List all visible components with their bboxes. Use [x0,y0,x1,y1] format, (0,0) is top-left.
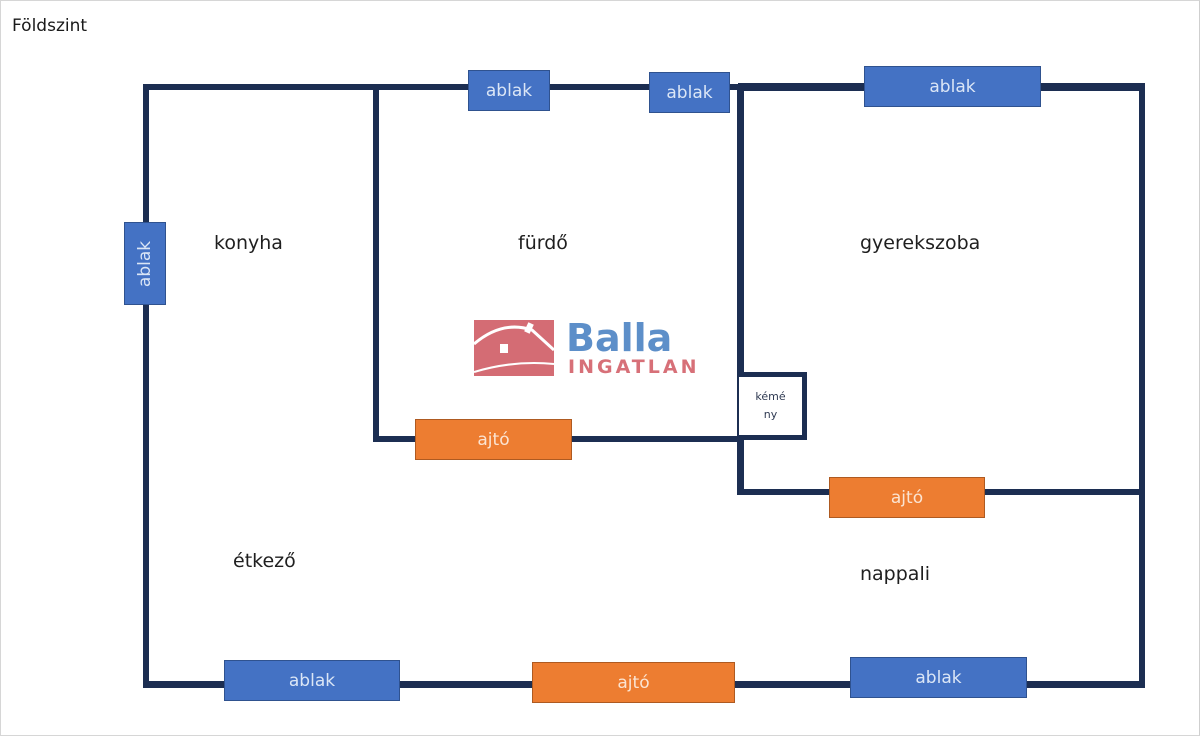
logo-subtitle: INGATLAN [568,356,700,378]
door-entrance[interactable]: ajtó [532,662,735,703]
door-label: ajtó [890,487,924,508]
window-label: ablak [135,240,156,287]
chimney-label-2: ny [763,408,778,421]
room-label-kids-room: gyerekszoba [860,232,981,254]
window-label: ablak [929,76,976,97]
window-top-3[interactable]: ablak [864,66,1041,107]
window-left[interactable]: ablak [124,222,166,305]
window-top-2[interactable]: ablak [649,72,730,113]
balla-ingatlan-logo: Balla INGATLAN [474,316,730,380]
house-icon [474,320,554,376]
room-label-living: nappali [860,563,931,585]
window-label: ablak [666,82,713,103]
wall-left [143,84,149,688]
room-label-dining: étkező [233,550,296,572]
window-top-1[interactable]: ablak [468,70,550,111]
window-label: ablak [915,667,962,688]
wall-kitchen-bath [373,84,379,442]
room-label-bathroom: fürdő [518,232,568,254]
window-bottom-1[interactable]: ablak [224,660,400,701]
window-label: ablak [485,80,533,101]
window-label: ablak [288,670,336,691]
door-kids-room[interactable]: ajtó [829,477,985,518]
wall-top-left [143,84,743,90]
floor-title: Földszint [12,16,88,36]
wall-bath-kids [737,84,744,495]
door-label: ajtó [477,429,510,450]
wall-right [1139,83,1145,688]
chimney: kémé ny [739,372,807,440]
door-label: ajtó [617,672,650,693]
window-bottom-2[interactable]: ablak [850,657,1027,698]
door-bathroom[interactable]: ajtó [415,419,572,460]
logo-name: Balla [566,316,673,360]
room-label-kitchen: konyha [214,232,283,254]
chimney-label-1: kémé [755,390,786,403]
